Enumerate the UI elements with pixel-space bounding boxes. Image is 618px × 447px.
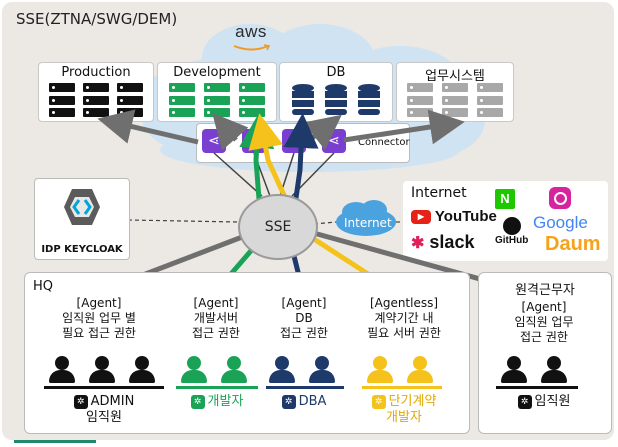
sse-hub: SSE [238, 194, 318, 260]
group-dba-people [268, 356, 336, 384]
daum-logo: Daum [545, 233, 601, 255]
person-icon [220, 356, 248, 384]
person-icon [180, 356, 208, 384]
group-developer-name: ✲개발자 [174, 394, 260, 410]
aws-logo: aws [235, 22, 267, 41]
group-admin-people [48, 356, 156, 384]
server-icon [476, 83, 503, 117]
group-dba-underline [266, 386, 344, 389]
server-icon [49, 83, 75, 117]
remote-name: ✲임직원 [484, 394, 604, 410]
group-contractor-underline [362, 386, 442, 389]
idp-label: IDP KEYCLOAK [41, 244, 123, 255]
naver-logo: N [495, 189, 515, 209]
github-logo: GitHub [495, 217, 528, 246]
person-icon [308, 356, 336, 384]
person-icon [128, 356, 156, 384]
group-contractor-people [366, 356, 434, 384]
server-icon [83, 83, 109, 117]
person-icon [268, 356, 296, 384]
idp-keycloak-box: IDP KEYCLOAK [34, 178, 130, 260]
remote-label: 원격근무자 [515, 283, 575, 298]
google-logo: Google [533, 213, 588, 232]
diagram-title: SSE(ZTNA/SWG/DEM) [16, 10, 178, 28]
remote-underline [496, 386, 578, 389]
server-icon [239, 83, 266, 117]
person-icon [540, 356, 568, 384]
card-title: 업무시스템 [425, 69, 485, 84]
person-icon [406, 356, 434, 384]
keycloak-logo-icon [64, 189, 100, 225]
group-admin-name: ✲ADMIN 임직원 [40, 394, 168, 426]
server-icon [407, 83, 434, 117]
database-icon [358, 84, 381, 115]
youtube-logo: ▶ YouTube [411, 208, 497, 225]
database-icon [324, 84, 347, 115]
person-icon [366, 356, 394, 384]
remote-worker-box: 원격근무자 [478, 272, 612, 434]
group-developer-people [180, 356, 248, 384]
group-dba-name: ✲DBA [264, 394, 344, 410]
card-title: DB [326, 65, 346, 80]
internet-title: Internet [411, 185, 467, 201]
group-admin-underline [44, 386, 164, 389]
card-title: Development [173, 65, 261, 80]
remote-people [500, 356, 568, 384]
card-development: Development [157, 62, 277, 122]
agent-badge-icon: ✲ [517, 394, 532, 409]
person-icon [88, 356, 116, 384]
agent-badge-icon: ✲ [73, 394, 88, 409]
group-contractor-name: ✲단기계약 개발자 [358, 394, 450, 426]
hq-box: HQ [24, 272, 470, 434]
internet-services-box: Internet ▶ YouTube ✱ slack N GitHub Goog… [403, 181, 608, 261]
server-icon [168, 83, 195, 117]
instagram-logo-icon [549, 187, 571, 209]
agent-badge-icon: ✲ [281, 394, 296, 409]
slack-logo: ✱ slack [411, 232, 475, 252]
internet-cloud-label: Internet [344, 216, 392, 230]
group-developer-underline [176, 386, 258, 389]
accent-bar [14, 440, 96, 443]
hq-label: HQ [33, 279, 54, 294]
card-title: Production [61, 65, 131, 80]
agent-badge-icon: ✲ [190, 394, 205, 409]
server-icon [203, 83, 230, 117]
connector-label: Connector [358, 137, 410, 148]
agentless-badge-icon: ✲ [371, 394, 386, 409]
aws-smile-icon [233, 44, 271, 51]
person-icon [500, 356, 528, 384]
person-icon [48, 356, 76, 384]
